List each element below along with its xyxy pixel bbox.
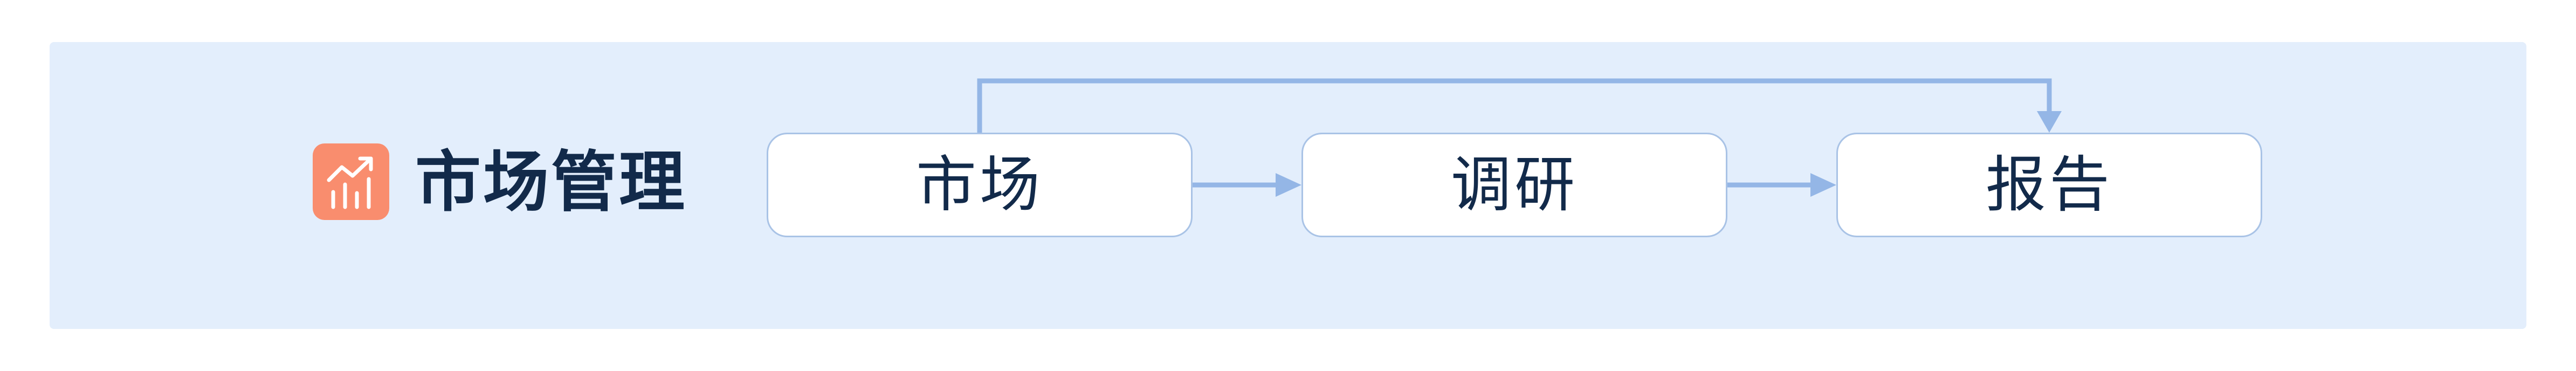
module-title: 市场管理	[415, 144, 687, 221]
flow-node-market[interactable]: 市场	[767, 133, 1193, 237]
flow-node-report[interactable]: 报告	[1836, 133, 2262, 237]
module-logo	[313, 143, 389, 220]
chart-trend-icon	[327, 156, 373, 209]
flow-node-survey[interactable]: 调研	[1301, 133, 1727, 237]
